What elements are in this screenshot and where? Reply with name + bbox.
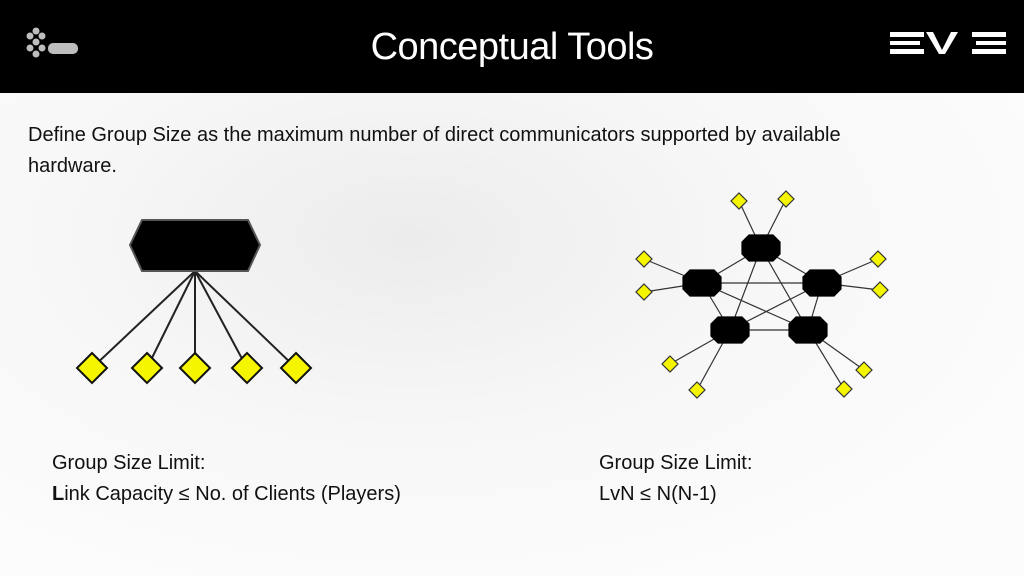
- client-node: [869, 250, 887, 268]
- server-node: [788, 316, 828, 344]
- ccp-logo: [26, 27, 78, 58]
- right-caption-heading: Group Size Limit:: [599, 452, 753, 474]
- client-node: [279, 351, 313, 385]
- link-bold-letter: L: [52, 483, 65, 505]
- right-caption: Group Size Limit: LvN ≤ N(N-1): [599, 448, 752, 510]
- left-caption-formula-text: ink Capacity ≤ No. of Clients (Players): [64, 483, 401, 505]
- left-caption-formula: Link Capacity ≤ No. of Clients (Players): [52, 479, 401, 510]
- client-node: [75, 351, 109, 385]
- server-node: [710, 316, 750, 344]
- client-node: [178, 351, 212, 385]
- client-node: [835, 380, 853, 398]
- client-node: [230, 351, 264, 385]
- mesh-diagram: [635, 190, 889, 399]
- server-node: [802, 269, 842, 297]
- client-node: [635, 283, 653, 301]
- eve-online-logo: [890, 32, 1006, 54]
- client-node: [688, 381, 706, 399]
- client-node: [871, 281, 889, 299]
- slide-header: Conceptual Tools: [0, 0, 1024, 93]
- right-caption-formula: LvN ≤ N(N-1): [599, 483, 717, 505]
- intro-text: Define Group Size as the maximum number …: [28, 124, 841, 177]
- client-node: [635, 250, 653, 268]
- mesh-link: [729, 247, 762, 331]
- client-node: [661, 355, 679, 373]
- server-node: [128, 219, 262, 272]
- server-node: [682, 269, 722, 297]
- client-server-diagram: [75, 219, 313, 385]
- client-node: [855, 361, 873, 379]
- slide-background: [0, 93, 1024, 576]
- left-caption: Group Size Limit: Link Capacity ≤ No. of…: [52, 448, 401, 510]
- slide-title: Conceptual Tools: [370, 26, 654, 68]
- client-node: [730, 192, 748, 210]
- server-node: [741, 234, 781, 262]
- left-caption-heading: Group Size Limit:: [52, 452, 206, 474]
- mesh-link: [760, 247, 809, 331]
- client-node: [777, 190, 795, 208]
- client-node: [130, 351, 164, 385]
